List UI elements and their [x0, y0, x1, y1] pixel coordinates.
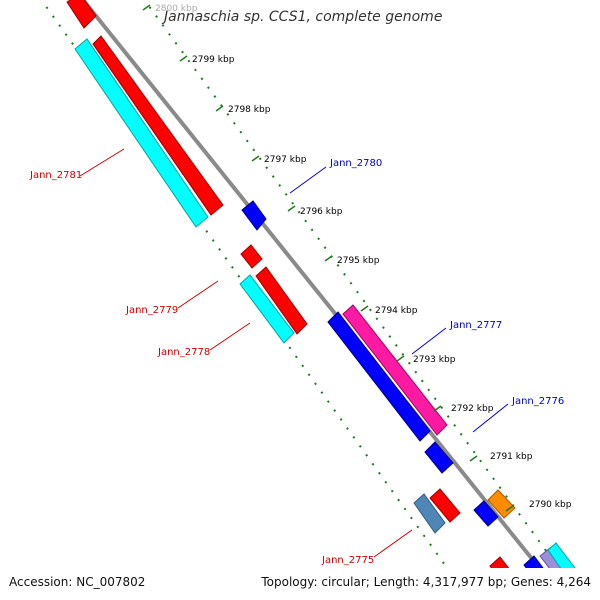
tick-label-2800: 2800 kbp: [155, 4, 198, 14]
gene-label-text[interactable]: Jann_2776: [511, 396, 564, 407]
gene-forward-bottom[interactable]: [489, 556, 514, 584]
leader-line: [177, 280, 219, 309]
rna-feature-bottom[interactable]: [547, 542, 576, 576]
leader-line: [373, 529, 413, 558]
gene-jann-2777[interactable]: [327, 311, 431, 442]
gene-label-text[interactable]: Jann_2778: [157, 347, 210, 358]
genome-backbone: [80, 0, 542, 568]
feature-steelblue[interactable]: [413, 493, 446, 534]
gene-label-jann-2778[interactable]: Jann_2778: [157, 322, 251, 358]
gene-jann-2776-arrow[interactable]: [424, 441, 454, 474]
tick-label-2795: 2795 kbp: [337, 256, 380, 266]
leader-line: [289, 166, 327, 194]
tick-label-2791: 2791 kbp: [490, 452, 533, 462]
tick-mark: [179, 55, 188, 62]
tick-label-2794: 2794 kbp: [375, 306, 418, 316]
gene-label-jann-2780[interactable]: Jann_2780: [289, 158, 382, 194]
gene-label-jann-2779[interactable]: Jann_2779: [125, 280, 219, 316]
accession-text: Accession: NC_007802: [9, 575, 146, 589]
leader-line: [411, 327, 447, 355]
tick-label-2792: 2792 kbp: [451, 404, 494, 414]
leader-line: [79, 148, 125, 177]
gene-jann-2777-arrow[interactable]: [327, 311, 431, 442]
gene-jann-2775[interactable]: [429, 488, 461, 523]
gene-label-jann-2775[interactable]: Jann_2775: [321, 529, 413, 566]
gene-label-jann-2776[interactable]: Jann_2776: [472, 396, 564, 433]
outer-tick-ring: [143, 0, 560, 568]
tick-mark: [433, 405, 442, 412]
gene-forward-bottom-arrow[interactable]: [489, 556, 514, 584]
gene-label-text[interactable]: Jann_2775: [321, 555, 374, 566]
rna-feature-2781[interactable]: [74, 38, 209, 228]
tick-label-2793: 2793 kbp: [413, 355, 456, 365]
gene-label-jann-2777[interactable]: Jann_2777: [411, 320, 502, 355]
feature-orange-arrow[interactable]: [487, 489, 516, 519]
gene-reverse-lower-arrow[interactable]: [473, 500, 499, 527]
gene-label-text[interactable]: Jann_2780: [329, 158, 382, 169]
tick-mark: [360, 305, 369, 312]
feature-steelblue-bar[interactable]: [413, 493, 446, 534]
gene-jann-2782[interactable]: [66, 0, 97, 29]
tick-label-2797: 2797 kbp: [264, 155, 307, 165]
tick-mark: [505, 505, 514, 512]
gene-jann-2779[interactable]: [240, 244, 263, 269]
gene-label-text[interactable]: Jann_2777: [449, 320, 502, 331]
gene-jann-2778-arrow[interactable]: [255, 266, 308, 335]
tick-mark: [215, 105, 224, 112]
gene-jann-2779-arrow[interactable]: [240, 244, 263, 269]
inner-tick-ring: [40, 0, 449, 568]
feature-pink-bar[interactable]: [342, 304, 448, 436]
gene-label-text[interactable]: Jann_2781: [29, 170, 82, 181]
rna-feature-bottom-bar[interactable]: [547, 542, 576, 576]
gene-reverse-bottom[interactable]: [523, 555, 552, 590]
gene-jann-2780-arrow[interactable]: [241, 200, 267, 231]
gene-jann-2781-arrow[interactable]: [92, 35, 224, 216]
gene-reverse-lower[interactable]: [473, 500, 499, 527]
tick-label-2799: 2799 kbp: [192, 55, 235, 65]
tick-mark: [396, 355, 405, 362]
genome-summary-text: Topology: circular; Length: 4,317,977 bp…: [261, 575, 591, 589]
tick-mark: [469, 455, 478, 462]
scale-ticks: 2800 kbp 2799 kbp 2798 kbp 2797 kbp 2796…: [142, 4, 572, 512]
tick-mark: [287, 205, 296, 212]
tick-mark: [142, 4, 151, 11]
rna-feature-2778-bar[interactable]: [239, 274, 295, 344]
gene-jann-2776[interactable]: [424, 441, 454, 474]
gene-label-jann-2781[interactable]: Jann_2781: [29, 148, 125, 181]
rna-feature-2781-bar[interactable]: [74, 38, 209, 228]
rna-feature-2778[interactable]: [239, 274, 295, 344]
tick-mark: [251, 155, 260, 162]
gene-jann-2781[interactable]: [92, 35, 224, 216]
feature-pink[interactable]: [342, 304, 448, 436]
gene-jann-2782-arrow[interactable]: [66, 0, 97, 29]
tick-label-2796: 2796 kbp: [300, 207, 343, 217]
gene-jann-2780[interactable]: [241, 200, 267, 231]
tick-mark: [324, 255, 333, 262]
leader-line: [472, 403, 509, 433]
genome-title: Jannaschia sp. CCS1, complete genome: [164, 9, 443, 25]
tick-label-2798: 2798 kbp: [228, 105, 271, 115]
gene-label-text[interactable]: Jann_2779: [125, 305, 178, 316]
gene-reverse-bottom-arrow[interactable]: [523, 555, 552, 590]
gene-jann-2778[interactable]: [255, 266, 308, 335]
feature-orange[interactable]: [487, 489, 516, 519]
gene-jann-2775-arrow[interactable]: [429, 488, 461, 523]
leader-line: [209, 322, 251, 351]
tick-label-2790: 2790 kbp: [529, 500, 572, 510]
